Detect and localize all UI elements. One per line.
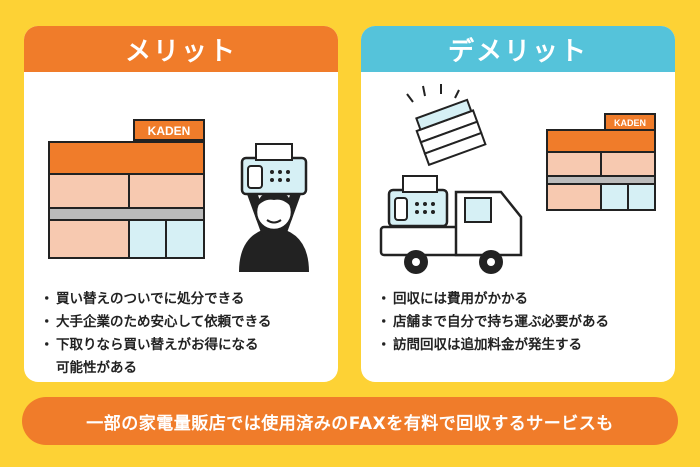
store-building-icon: KADEN — [48, 119, 205, 259]
list-item-continued: 可能性がある — [56, 360, 137, 376]
merit-card: メリット KADEN 買い替えのつい — [24, 26, 338, 382]
delivery-truck-icon — [379, 175, 523, 274]
money-stack-icon — [406, 84, 487, 167]
store-sign: KADEN — [614, 118, 646, 128]
store-building-icon: KADEN — [546, 113, 656, 211]
demerit-list: 回収には費用がかかる 店舗まで自分で持ち運ぶ必要がある 訪問回収は追加料金が発生… — [377, 288, 665, 357]
merit-illustration: KADEN — [48, 119, 309, 272]
list-item: 訪問回収は追加料金が発生する — [377, 334, 665, 357]
demerit-card: デメリット — [361, 26, 675, 382]
list-item-text: 下取りなら買い替えがお得になる — [56, 337, 259, 353]
list-item: 大手企業のため安心して依頼できる — [40, 311, 328, 334]
merit-list: 買い替えのついでに処分できる 大手企業のため安心して依頼できる 下取りなら買い替… — [40, 288, 328, 380]
list-item: 買い替えのついでに処分できる — [40, 288, 328, 311]
merit-title: メリット — [24, 26, 338, 72]
list-item: 店舗まで自分で持ち運ぶ必要がある — [377, 311, 665, 334]
list-item: 回収には費用がかかる — [377, 288, 665, 311]
demerit-title: デメリット — [361, 26, 675, 72]
demerit-illustration: KADEN — [379, 84, 656, 274]
store-sign: KADEN — [148, 124, 191, 138]
person-holding-fax-icon — [239, 143, 309, 272]
summary-banner: 一部の家電量販店では使用済みのFAXを有料で回収するサービスも — [22, 397, 678, 445]
